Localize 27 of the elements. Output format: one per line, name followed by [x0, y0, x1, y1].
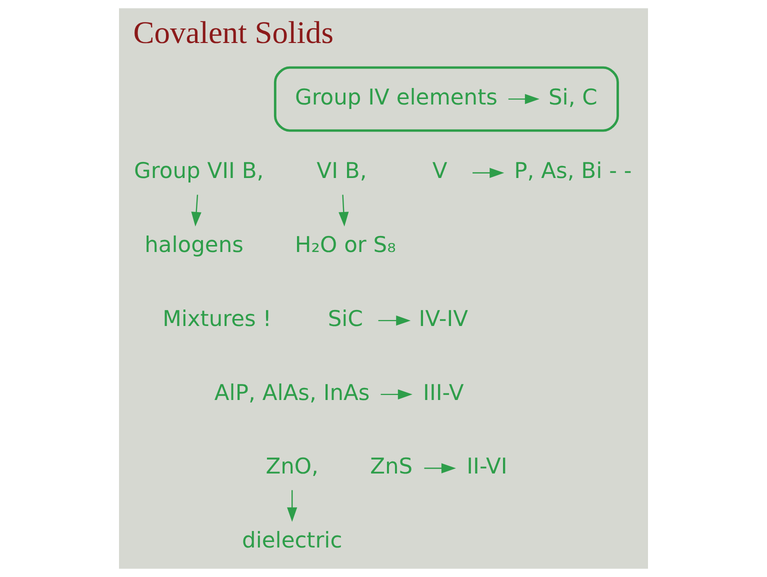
node-text: II-VI	[466, 454, 508, 480]
node-text: ZnO,	[266, 454, 318, 480]
arrow	[191, 194, 202, 226]
node-text: V	[432, 159, 448, 184]
arrow	[508, 94, 540, 104]
arrow	[380, 389, 412, 400]
arrow	[424, 463, 456, 474]
node-text: III-V	[423, 380, 464, 406]
diagram-title: Covalent Solids	[133, 15, 334, 50]
cluster	[274, 66, 619, 132]
arrow	[338, 194, 349, 226]
node-text: ZnS	[370, 454, 413, 480]
node-text: Si, C	[548, 85, 598, 110]
node-text: Group IV elements	[294, 85, 498, 110]
arrow	[472, 168, 504, 178]
node-text: H₂O or S₈	[294, 233, 396, 258]
label: Mixtures !	[162, 306, 272, 332]
node-text: Group VII B,	[134, 159, 264, 184]
node-text: AlP, AlAs, InAs	[214, 380, 370, 406]
node-text: IV-IV	[418, 306, 468, 332]
arrow	[287, 490, 298, 522]
node-text: dielectric	[242, 528, 342, 554]
node-text: SiC	[328, 306, 363, 332]
node-text: P, As, Bi - -	[514, 159, 632, 184]
node-text: halogens	[144, 233, 244, 258]
arrow	[378, 315, 411, 326]
node-text: VI B,	[316, 159, 367, 184]
